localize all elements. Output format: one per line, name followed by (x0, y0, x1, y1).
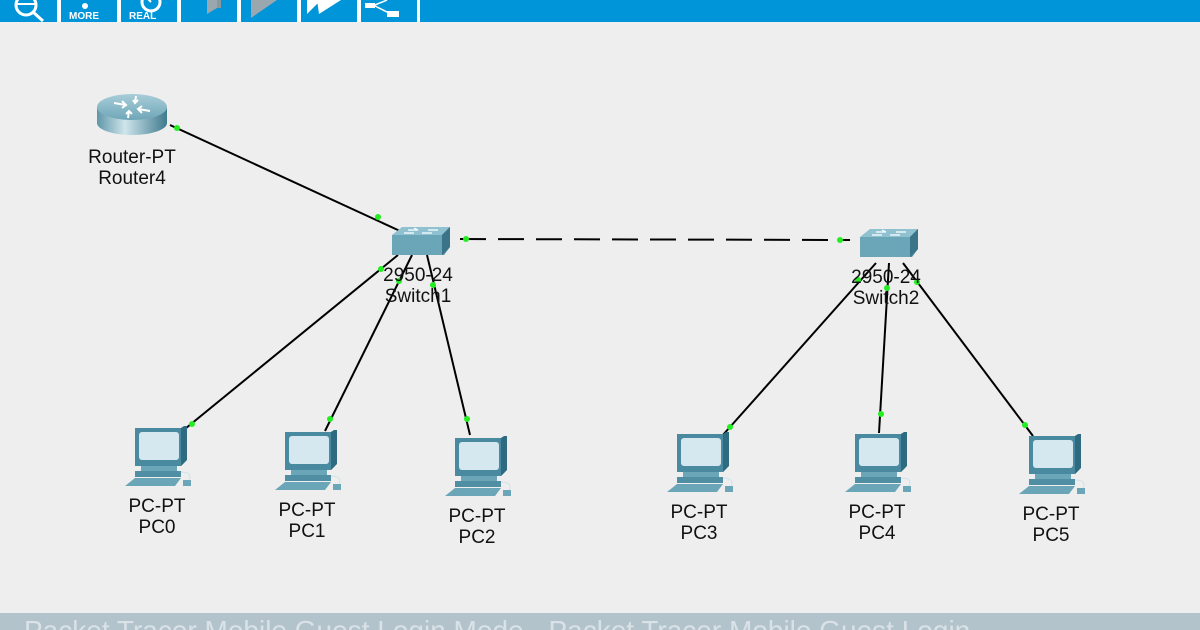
device-name-label: PC2 (458, 527, 496, 548)
fast-forward-icon (307, 0, 341, 14)
device-model-label: 2950-24 (851, 267, 921, 288)
guest-mode-banner-text: Packet Tracer Mobile Guest Login Mode - … (24, 617, 970, 630)
link-status-light (430, 282, 436, 288)
zoom-icon (14, 0, 45, 22)
device-name-label: PC4 (858, 523, 896, 544)
device-model-label: PC-PT (848, 502, 906, 523)
pc-icon (1019, 434, 1085, 494)
pc-icon (445, 436, 511, 496)
link-status-light (378, 266, 384, 272)
clock-icon (140, 0, 162, 13)
fast-forward-button[interactable] (301, 0, 357, 22)
workspace-canvas[interactable]: Router-PT Router4 2950-24 Switch1 2950-2… (0, 23, 1200, 613)
link-switch1-switch2[interactable] (459, 236, 851, 243)
device-name-label: PC3 (680, 523, 718, 544)
topology-button[interactable] (361, 0, 417, 22)
link-status-light (914, 279, 920, 285)
toolbar-background (420, 0, 1200, 22)
device-pc3[interactable]: PC-PT PC3 (654, 432, 744, 544)
device-switch1[interactable]: 2950-24 Switch1 (358, 223, 478, 307)
link-status-light (327, 416, 333, 422)
pc-icon (845, 432, 911, 492)
device-switch2[interactable]: 2950-24 Switch2 (826, 225, 946, 309)
link-switch2-pc5[interactable] (902, 262, 1034, 437)
link-status-light (837, 237, 843, 243)
device-name-label: Switch2 (852, 288, 920, 309)
switch-icon (860, 229, 918, 257)
zoom-button[interactable] (0, 0, 57, 22)
device-model-label: PC-PT (128, 496, 186, 517)
device-pc4[interactable]: PC-PT PC4 (832, 432, 922, 544)
topology-icon (365, 0, 399, 17)
device-pc1[interactable]: PC-PT PC1 (262, 430, 352, 542)
device-model-label: PC-PT (670, 502, 728, 523)
realtime-button[interactable]: REAL (121, 0, 177, 22)
step-back-icon (207, 0, 221, 14)
link-status-light (1022, 422, 1028, 428)
more-button[interactable]: MORE (61, 0, 117, 22)
device-pc0[interactable]: PC-PT PC0 (112, 426, 202, 538)
pc-icon (667, 432, 733, 492)
link-switch1-pc1[interactable] (324, 254, 413, 432)
pc-icon (125, 426, 191, 486)
dot-icon (82, 3, 88, 9)
link-status-light (463, 236, 469, 242)
link-status-light (878, 411, 884, 417)
pc-icon (275, 430, 341, 490)
switch-icon (392, 227, 450, 255)
router-icon (97, 94, 167, 135)
device-name-label: PC5 (1032, 525, 1070, 546)
device-pc2[interactable]: PC-PT PC2 (432, 436, 522, 548)
link-status-light (855, 277, 861, 283)
device-pc5[interactable]: PC-PT PC5 (1006, 434, 1096, 546)
device-router4[interactable]: Router-PT Router4 (70, 89, 194, 189)
link-status-light (464, 416, 470, 422)
device-name-label: Switch1 (384, 286, 452, 307)
device-model-label: 2950-24 (383, 265, 453, 286)
link-status-light (396, 278, 402, 284)
back-button[interactable] (181, 0, 237, 22)
link-switch1-pc0[interactable] (179, 254, 399, 434)
device-model-label: PC-PT (448, 506, 506, 527)
device-name-label: PC1 (288, 521, 326, 542)
realtime-label: REAL (129, 11, 157, 22)
play-icon (251, 0, 277, 18)
link-status-light (375, 214, 381, 220)
more-label: MORE (69, 11, 99, 22)
link-switch2-pc4[interactable] (878, 262, 890, 434)
device-name-label: PC0 (138, 517, 176, 538)
device-model-label: PC-PT (278, 500, 336, 521)
link-router4-switch1[interactable] (169, 124, 401, 232)
link-switch2-pc3[interactable] (721, 262, 877, 437)
guest-mode-banner: Packet Tracer Mobile Guest Login Mode - … (0, 613, 1200, 630)
toolbar: MORE REAL (0, 0, 1200, 22)
link-status-light (884, 285, 890, 291)
device-name-label: Router4 (98, 168, 166, 189)
link-status-light (727, 424, 733, 430)
links-layer (169, 124, 1034, 437)
link-status-light (174, 125, 180, 131)
link-status-light (189, 421, 195, 427)
device-model-label: Router-PT (88, 147, 176, 168)
device-model-label: PC-PT (1022, 504, 1080, 525)
play-button[interactable] (241, 0, 297, 22)
link-switch1-pc2[interactable] (426, 254, 471, 436)
